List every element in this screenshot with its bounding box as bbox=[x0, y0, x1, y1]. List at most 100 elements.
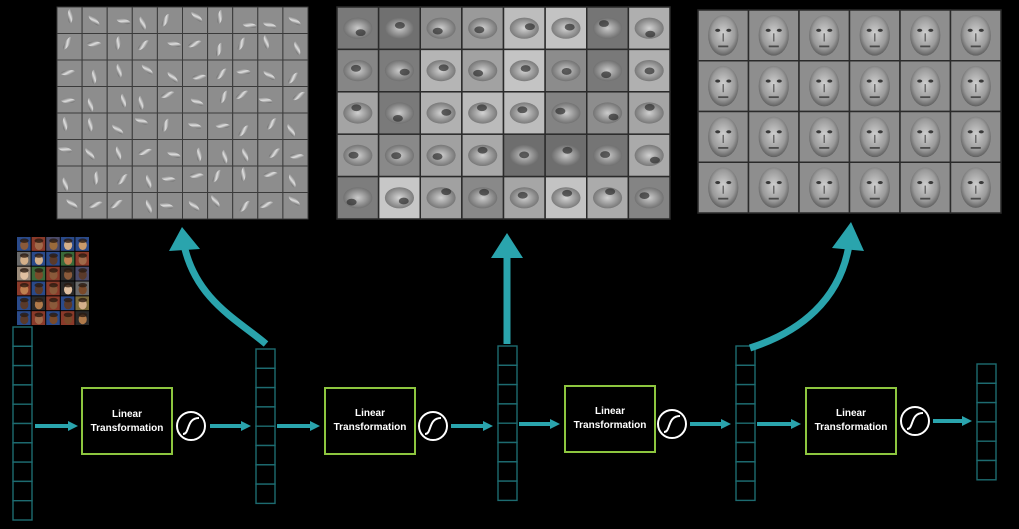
vector-cell bbox=[12, 345, 33, 367]
edge-filters-tile bbox=[282, 165, 309, 193]
lt-label-line1: Linear bbox=[595, 406, 625, 417]
vector-cell bbox=[976, 440, 997, 462]
edge-filters-tile bbox=[232, 86, 259, 114]
edge-filters-tile bbox=[182, 33, 209, 61]
edge-filters-tile bbox=[131, 33, 158, 61]
linear-transformation-box-4: Linear Transformation bbox=[805, 387, 897, 455]
input-face-thumbnail bbox=[75, 237, 89, 251]
input-vector bbox=[12, 326, 33, 521]
face-parts-tile bbox=[586, 6, 630, 51]
edge-filters-tile bbox=[282, 86, 309, 114]
face-parts-tile bbox=[336, 91, 380, 135]
face-parts-tile bbox=[336, 175, 380, 220]
face-parts-tile bbox=[502, 48, 546, 93]
face-parts-tile bbox=[627, 175, 671, 220]
edge-filters-tile bbox=[182, 139, 209, 167]
edge-filters-tile bbox=[207, 139, 234, 167]
lt-label-line1: Linear bbox=[355, 408, 385, 419]
lt-label-line2: Transformation bbox=[334, 422, 407, 433]
feature-arrow-3 bbox=[748, 244, 853, 352]
input-face-thumbnail bbox=[17, 311, 31, 325]
input-face-thumbnail bbox=[60, 251, 75, 266]
vector-cell bbox=[497, 480, 518, 502]
face-parts-tile bbox=[586, 91, 630, 135]
vector-cell bbox=[497, 441, 518, 463]
face-templates-panel bbox=[697, 9, 1002, 214]
vector-cell bbox=[12, 442, 33, 463]
feature-arrow-2-head bbox=[491, 233, 523, 258]
edge-filters-tile bbox=[207, 112, 234, 140]
face-parts-tile bbox=[377, 48, 421, 93]
face-parts-tile bbox=[627, 48, 671, 93]
face-parts-tile bbox=[544, 48, 588, 93]
input-face-thumbnail bbox=[17, 266, 31, 281]
face-parts-tile bbox=[502, 91, 546, 135]
edge-filters-tile bbox=[156, 33, 183, 61]
face-parts-tile bbox=[461, 91, 505, 135]
input-face-thumbnail bbox=[17, 281, 31, 296]
edge-filters-tile bbox=[81, 86, 108, 114]
face-parts-tile bbox=[461, 175, 505, 220]
edge-filters-tile bbox=[106, 6, 133, 34]
vector-cell bbox=[497, 364, 518, 386]
lt-label-line2: Transformation bbox=[574, 420, 647, 431]
edge-filters-tile bbox=[182, 6, 209, 34]
edge-filters-tile bbox=[232, 112, 259, 140]
face-parts-tile bbox=[586, 48, 630, 93]
face-parts-tile bbox=[627, 6, 671, 51]
input-face-thumbnail bbox=[75, 281, 89, 296]
edge-filters-tile bbox=[81, 165, 108, 193]
edge-filters-tile bbox=[232, 165, 259, 193]
vector-cell bbox=[976, 459, 997, 481]
vector-cell bbox=[976, 421, 997, 442]
input-face-thumbnail bbox=[46, 266, 60, 281]
edge-filters-tile bbox=[131, 139, 158, 167]
vector-cell bbox=[255, 367, 276, 389]
input-face-thumbnail bbox=[60, 266, 75, 281]
face-parts-tile bbox=[419, 6, 463, 51]
edge-filters-tile bbox=[56, 59, 83, 87]
face-parts-tile bbox=[419, 48, 463, 93]
edge-filters-tile bbox=[207, 6, 234, 34]
face-templates-tile bbox=[697, 60, 750, 113]
face-templates-tile bbox=[949, 9, 1002, 62]
input-face-thumbnail bbox=[75, 296, 89, 311]
face-parts-tile bbox=[377, 175, 421, 220]
face-parts-tile bbox=[419, 91, 463, 135]
input-face-thumbnail bbox=[75, 266, 89, 281]
edge-filters-tile bbox=[106, 59, 133, 87]
edge-filters-tile bbox=[131, 112, 158, 140]
vector-cell bbox=[255, 444, 276, 466]
edge-filters-tile bbox=[207, 192, 234, 220]
vector-cell bbox=[12, 326, 33, 347]
edge-filters-tile bbox=[106, 139, 133, 167]
input-face-thumbnail bbox=[46, 311, 60, 325]
face-parts-tile bbox=[502, 133, 546, 178]
edge-filters-tile bbox=[182, 192, 209, 220]
edge-filters-tile bbox=[81, 59, 108, 87]
edge-filters-tile bbox=[232, 59, 259, 87]
face-parts-tile bbox=[377, 91, 421, 135]
face-templates-tile bbox=[697, 9, 750, 62]
face-templates-tile bbox=[747, 161, 800, 214]
vector-cell bbox=[976, 401, 997, 423]
face-templates-tile bbox=[747, 110, 800, 163]
face-parts-tile bbox=[544, 133, 588, 178]
edge-filters-tile bbox=[56, 192, 83, 220]
input-face-thumbnail bbox=[17, 251, 31, 266]
face-templates-tile bbox=[848, 9, 901, 62]
face-parts-tile bbox=[627, 91, 671, 135]
lt-label-line2: Transformation bbox=[91, 423, 164, 434]
face-templates-tile bbox=[848, 60, 901, 113]
input-face-thumbnail bbox=[31, 311, 46, 325]
face-templates-tile bbox=[798, 110, 851, 163]
edge-filters-tile bbox=[131, 6, 158, 34]
sigmoid-icon bbox=[418, 411, 448, 441]
vector-cell bbox=[497, 422, 518, 444]
vector-cell bbox=[12, 364, 33, 386]
edge-filters-panel bbox=[56, 6, 309, 220]
input-face-thumbnail bbox=[60, 296, 75, 311]
input-face-thumbnail bbox=[46, 281, 60, 296]
face-parts-tile bbox=[336, 6, 380, 51]
face-templates-tile bbox=[747, 9, 800, 62]
